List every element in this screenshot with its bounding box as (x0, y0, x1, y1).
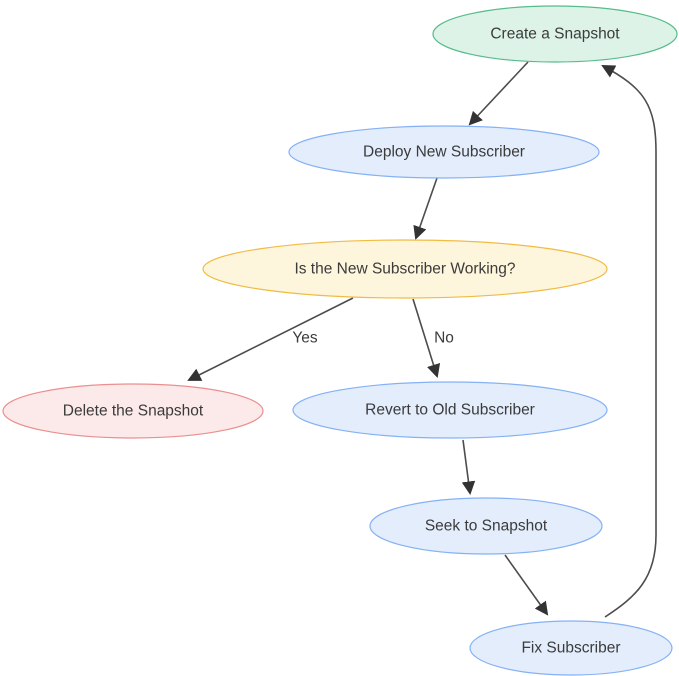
nodes-layer: Create a Snapshot Deploy New Subscriber … (2, 5, 678, 676)
node-revert-to-old-subscriber-shape (292, 381, 608, 439)
edge-revert-to-seek (461, 439, 476, 496)
node-deploy-new-subscriber-label: Deploy New Subscriber (363, 144, 525, 161)
node-deploy-new-subscriber: Deploy New Subscriber (288, 125, 600, 179)
node-revert-to-old-subscriber: Revert to Old Subscriber (292, 381, 608, 439)
node-is-new-subscriber-working-shape (202, 239, 608, 299)
node-deploy-new-subscriber-shape (288, 125, 600, 179)
edge-label-no: No (434, 330, 454, 347)
node-is-new-subscriber-working: Is the New Subscriber Working? (202, 239, 608, 299)
edge-label-yes: Yes (292, 330, 318, 347)
node-create-snapshot: Create a Snapshot (432, 5, 678, 63)
node-delete-the-snapshot-label: Delete the Snapshot (63, 403, 204, 420)
node-create-snapshot-shape (432, 5, 678, 63)
edge-create-to-deploy (468, 61, 529, 126)
edge-fix-to-create-loop (601, 65, 657, 618)
edge-deploy-to-working (413, 177, 438, 240)
node-seek-to-snapshot-label: Seek to Snapshot (425, 518, 548, 535)
node-delete-the-snapshot-shape (2, 383, 264, 439)
edges-layer: Yes No (187, 61, 657, 618)
edge-working-to-revert-no (412, 298, 441, 378)
node-is-new-subscriber-working-label: Is the New Subscriber Working? (294, 261, 515, 278)
node-fix-subscriber: Fix Subscriber (469, 620, 673, 676)
node-create-snapshot-label: Create a Snapshot (490, 26, 620, 43)
node-fix-subscriber-shape (469, 620, 673, 676)
edge-working-to-delete-yes (187, 297, 354, 381)
node-fix-subscriber-label: Fix Subscriber (521, 640, 620, 657)
node-delete-the-snapshot: Delete the Snapshot (2, 383, 264, 439)
edge-seek-to-fix (504, 554, 549, 616)
node-revert-to-old-subscriber-label: Revert to Old Subscriber (365, 402, 535, 419)
node-seek-to-snapshot-shape (369, 497, 603, 555)
node-seek-to-snapshot: Seek to Snapshot (369, 497, 603, 555)
